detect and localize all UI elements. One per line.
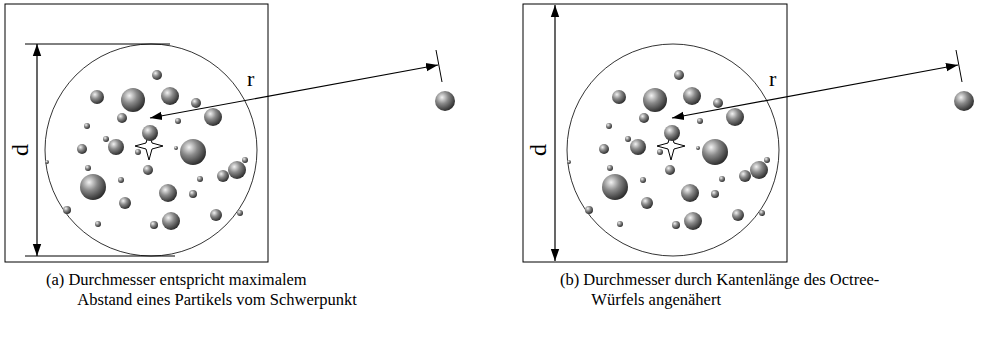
particle <box>85 165 91 171</box>
subfigure-caption: (b) Durchmesser durch Kantenlänge des Oc… <box>560 270 883 310</box>
bounding-circle <box>45 44 257 256</box>
particle <box>641 197 653 209</box>
particle <box>713 98 723 108</box>
particle <box>684 212 702 230</box>
distance-arrow <box>150 65 438 118</box>
particle <box>764 157 770 163</box>
particle <box>672 221 680 229</box>
particle <box>719 176 725 182</box>
particle <box>189 190 197 198</box>
particle <box>726 108 744 126</box>
particle <box>739 170 751 182</box>
particle <box>175 118 181 124</box>
dimension-line <box>36 44 37 256</box>
particle <box>152 70 162 80</box>
particle <box>161 87 179 105</box>
particle <box>80 174 106 200</box>
dimension-label: d <box>8 144 32 156</box>
dimension-label: d <box>526 144 550 156</box>
particle <box>142 125 158 141</box>
particle <box>697 118 703 124</box>
particle <box>180 139 206 165</box>
bounding-circle <box>567 44 779 256</box>
dimension-line <box>554 5 555 261</box>
particle <box>602 174 628 200</box>
particle <box>77 144 87 154</box>
particle <box>750 161 768 179</box>
octree-cube <box>523 4 787 262</box>
particle <box>630 139 646 155</box>
particle <box>90 90 104 104</box>
particle <box>210 209 222 221</box>
particle <box>237 210 243 216</box>
particle <box>702 139 728 165</box>
particle <box>665 165 675 175</box>
particle <box>643 88 667 112</box>
particle <box>84 123 90 129</box>
particle <box>143 165 153 175</box>
panel-b <box>523 4 962 262</box>
particle <box>435 91 455 111</box>
particle <box>228 161 246 179</box>
particle <box>567 160 571 164</box>
distance-label: r <box>244 68 257 90</box>
particle <box>108 139 124 155</box>
particle <box>759 210 765 216</box>
particle <box>174 146 178 150</box>
particle <box>191 98 201 108</box>
particle <box>119 197 131 209</box>
particle <box>117 113 127 123</box>
particle <box>217 170 229 182</box>
particle <box>711 190 719 198</box>
particle <box>657 149 663 155</box>
particle <box>664 125 680 141</box>
particle <box>732 209 744 221</box>
extension-line <box>25 256 175 257</box>
particle <box>95 221 101 227</box>
particle <box>63 206 71 214</box>
particle <box>696 146 700 150</box>
particle <box>197 176 203 182</box>
particle <box>159 184 177 202</box>
distance-arrow <box>672 65 958 118</box>
particle <box>103 136 109 142</box>
particle <box>242 157 248 163</box>
particle <box>640 177 646 183</box>
particle <box>674 70 684 80</box>
particle <box>135 149 141 155</box>
distance-label: r <box>766 68 779 90</box>
particle <box>625 136 631 142</box>
particle <box>612 90 626 104</box>
particle <box>681 184 699 202</box>
particle <box>607 165 613 171</box>
extension-line <box>25 44 170 45</box>
particle <box>118 177 124 183</box>
particle <box>599 144 609 154</box>
particle <box>954 91 974 111</box>
particle <box>683 87 701 105</box>
octree-cube <box>5 4 268 262</box>
panel-a <box>5 4 442 262</box>
particle <box>45 160 49 164</box>
particle <box>121 88 145 112</box>
particle <box>617 221 623 227</box>
particle <box>150 221 158 229</box>
particle <box>606 123 612 129</box>
particle <box>639 113 649 123</box>
extension-line <box>436 50 442 82</box>
particle <box>162 212 180 230</box>
particle <box>204 108 222 126</box>
extension-line <box>956 50 962 82</box>
subfigure-caption: (a) Durchmesser entspricht maximalem Abs… <box>46 270 359 310</box>
particle <box>585 206 593 214</box>
particles <box>45 70 974 230</box>
